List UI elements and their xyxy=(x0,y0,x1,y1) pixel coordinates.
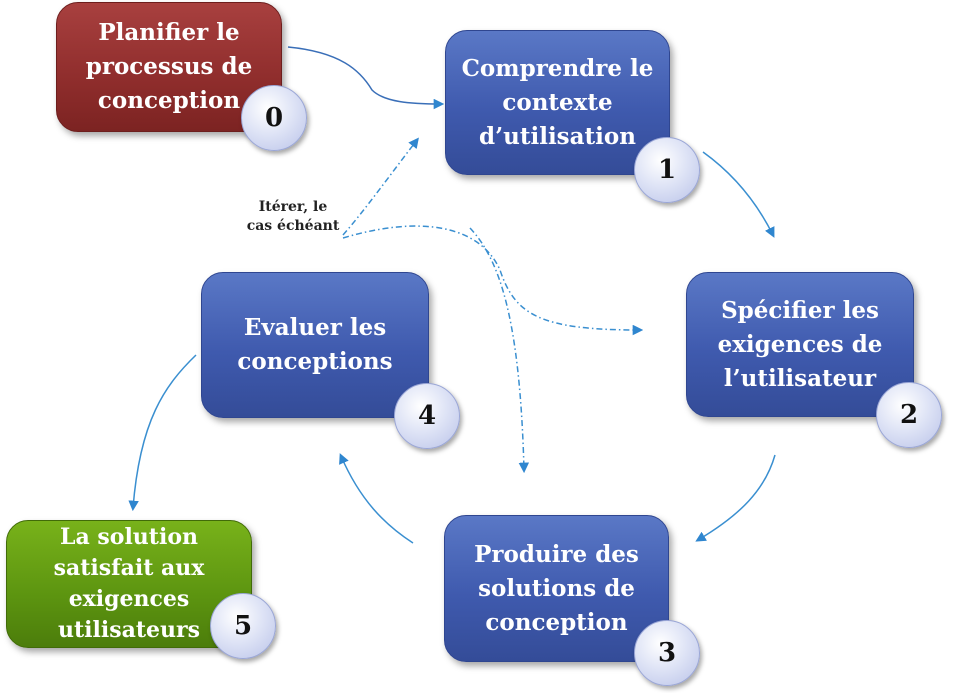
node-3-number: 3 xyxy=(657,638,677,668)
node-evaluate-designs: Evaluer les conceptions xyxy=(201,272,429,418)
arrow-4-to-5 xyxy=(128,354,197,512)
iterate-note: Itérer, le cas échéant xyxy=(246,199,340,234)
node-0-number: 0 xyxy=(264,103,284,133)
node-evaluate-designs-label: Evaluer les conceptions xyxy=(237,314,393,375)
node-specify-requirements: Spécifier les exigences de l’utilisateur xyxy=(686,272,914,417)
node-5-number: 5 xyxy=(233,611,253,641)
arrow-2-to-3 xyxy=(695,454,776,542)
node-2-number: 2 xyxy=(899,400,919,430)
node-1-badge: 1 xyxy=(634,137,700,203)
node-2-badge: 2 xyxy=(876,382,942,448)
arrow-1-to-2 xyxy=(702,151,775,238)
node-plan-process: Planifier le processus de conception xyxy=(56,2,282,132)
node-plan-process-label: Planifier le processus de conception xyxy=(85,19,253,114)
node-4-badge: 4 xyxy=(394,383,460,449)
node-1-number: 1 xyxy=(657,155,677,185)
iterate-arrow-to-1 xyxy=(342,137,419,236)
iterate-arrow-to-3 xyxy=(469,227,530,474)
arrow-0-to-1 xyxy=(287,46,445,110)
node-0-badge: 0 xyxy=(241,85,307,151)
arrow-3-to-4 xyxy=(339,453,414,544)
node-specify-requirements-label: Spécifier les exigences de l’utilisateur xyxy=(717,296,883,392)
node-produce-solutions: Produire des solutions de conception xyxy=(444,515,669,662)
node-produce-solutions-label: Produire des solutions de conception xyxy=(474,540,639,636)
node-understand-context-label: Comprendre le contexte d’utilisation xyxy=(461,54,654,150)
node-4-number: 4 xyxy=(417,401,437,431)
node-solution-satisfies-label: La solution satisfait aux exigences util… xyxy=(53,524,205,643)
node-understand-context: Comprendre le contexte d’utilisation xyxy=(445,30,670,175)
node-5-badge: 5 xyxy=(210,593,276,659)
node-3-badge: 3 xyxy=(634,620,700,686)
